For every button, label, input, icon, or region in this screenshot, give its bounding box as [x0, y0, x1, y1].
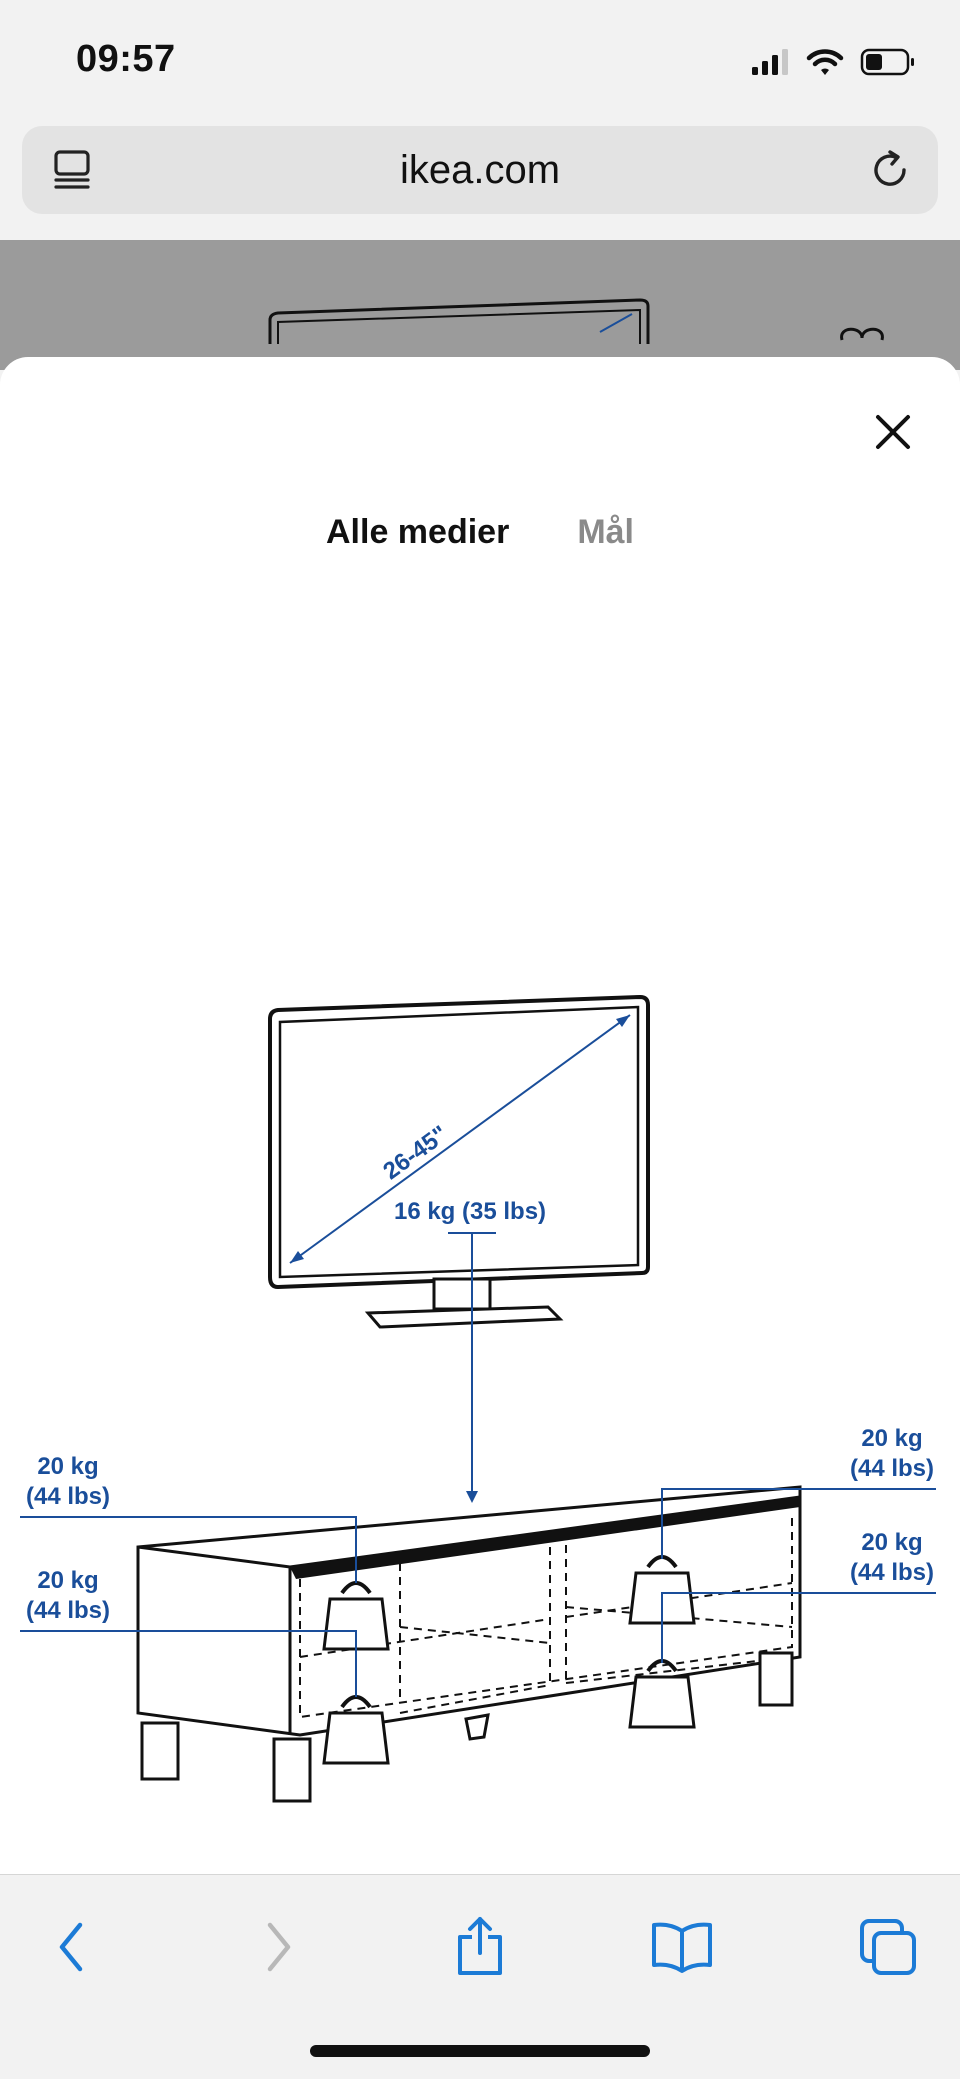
load-label-top-left-kg: 20 kg [37, 1453, 98, 1480]
signal-icon [752, 49, 788, 75]
status-icons [750, 42, 916, 82]
load-label-bottom-right-lbs: (44 lbs) [850, 1559, 934, 1586]
media-modal: Alle medier Mål 26-45" 16 kg (35 lbs) [0, 357, 960, 1874]
load-label-top-right-lbs: (44 lbs) [850, 1455, 934, 1482]
back-icon[interactable] [52, 1919, 92, 1975]
status-time: 09:57 [76, 38, 176, 80]
forward-button[interactable] [242, 1911, 314, 1983]
share-button[interactable] [444, 1911, 516, 1983]
address-bar[interactable]: ikea.com [22, 126, 938, 214]
home-indicator [310, 2045, 650, 2057]
tab-maal[interactable]: Mål [577, 513, 634, 551]
page-background [0, 240, 960, 370]
weight-icons [322, 1555, 696, 1765]
reload-icon[interactable] [866, 146, 914, 194]
browser-toolbar [0, 1874, 960, 2079]
back-button[interactable] [36, 1911, 108, 1983]
favorite-heart-icon [840, 327, 884, 341]
tv-bench-load-illustration: 26-45" 16 kg (35 lbs) [20, 994, 936, 1803]
bookmarks-icon[interactable] [650, 1919, 714, 1975]
load-label-bottom-left-kg: 20 kg [37, 1567, 98, 1594]
url-text[interactable]: ikea.com [399, 148, 561, 192]
background-product-image [268, 298, 884, 344]
forward-icon[interactable] [258, 1919, 298, 1975]
share-icon[interactable] [452, 1915, 508, 1979]
tv-bench-drawing [136, 1485, 802, 1803]
battery-icon [860, 48, 914, 76]
load-leader-lines [20, 1488, 936, 1697]
load-label-bottom-left-lbs: (44 lbs) [26, 1597, 110, 1624]
tab-overview-icon[interactable] [858, 1917, 918, 1977]
media-tabs: Alle medier Mål [0, 513, 960, 552]
tv-load-label: 16 kg (35 lbs) [394, 1198, 546, 1225]
tabs-icon[interactable] [52, 148, 96, 192]
tv-drawing [268, 994, 650, 1329]
close-icon[interactable] [866, 405, 920, 459]
load-label-top-right-kg: 20 kg [861, 1425, 922, 1452]
load-label-top-left-lbs: (44 lbs) [26, 1483, 110, 1510]
bookmarks-button[interactable] [646, 1911, 718, 1983]
wifi-icon [806, 49, 844, 75]
tab-overview-button[interactable] [852, 1911, 924, 1983]
status-bar: 09:57 [0, 0, 960, 120]
load-label-bottom-right-kg: 20 kg [861, 1529, 922, 1556]
tab-alle-medier[interactable]: Alle medier [326, 513, 510, 551]
